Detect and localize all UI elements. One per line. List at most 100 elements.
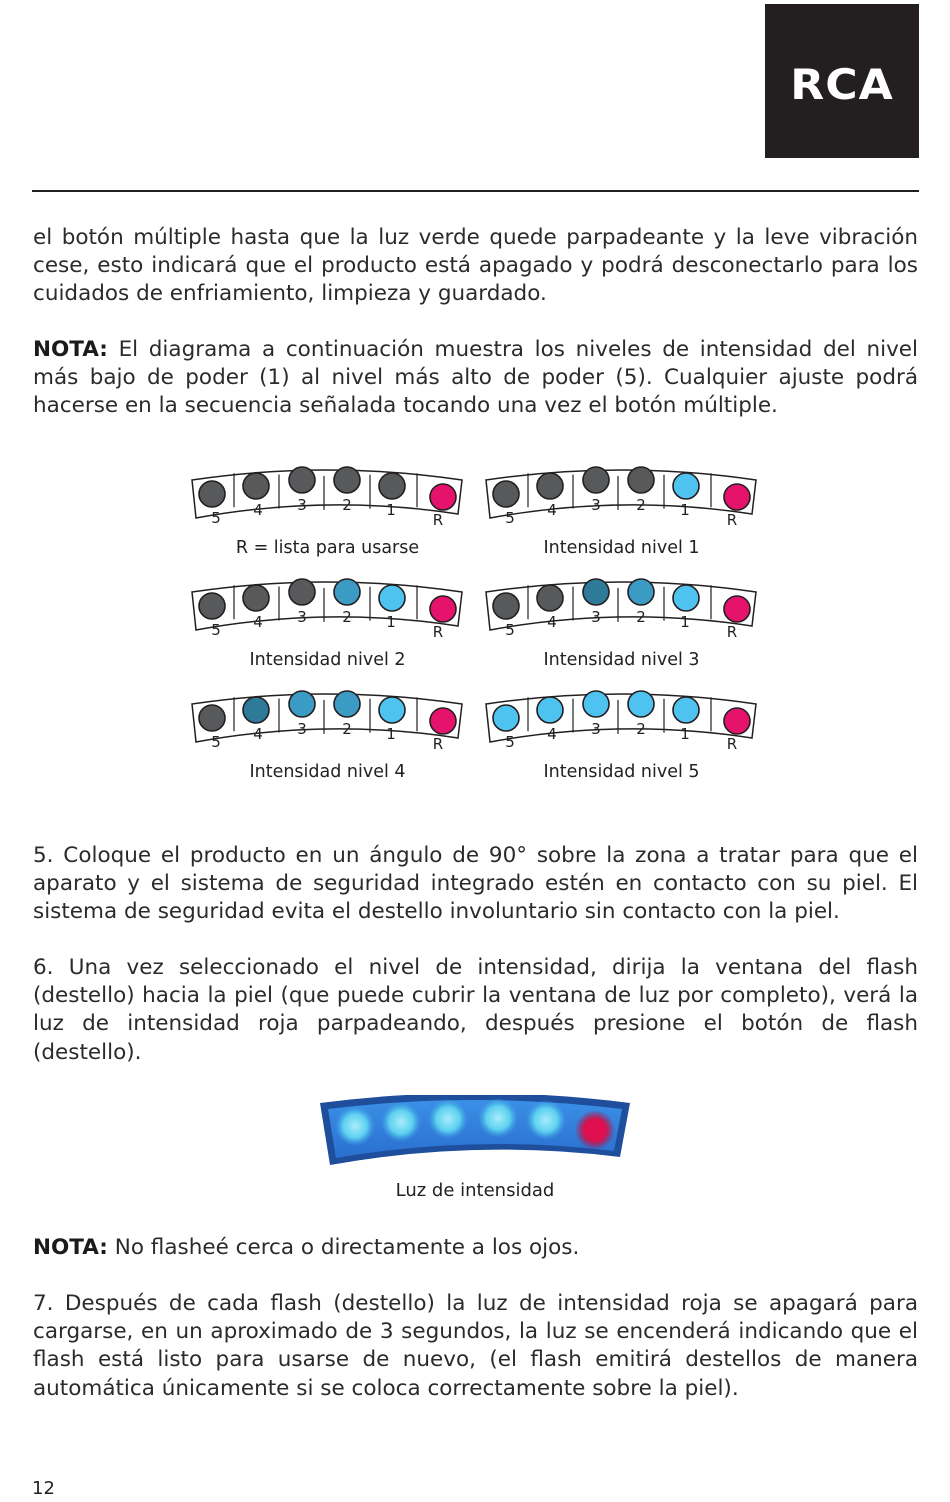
paragraph-intro: el botón múltiple hasta que la luz verde…: [33, 225, 918, 307]
slot-label: 1: [386, 501, 396, 519]
intensity-light-caption: Luz de intensidad: [395, 1180, 555, 1201]
intensity-light: [627, 690, 655, 718]
rca-logo-text: RCA: [790, 60, 894, 109]
intensity-light: [378, 472, 406, 500]
intensity-light: [672, 696, 700, 724]
slot-label: 2: [636, 608, 646, 626]
intensity-light: [288, 690, 316, 718]
intensity-light: [288, 466, 316, 494]
intensity-light: [198, 592, 226, 620]
slot-label: 3: [297, 720, 307, 738]
ready-light: [429, 595, 457, 623]
intensity-light: [672, 584, 700, 612]
panel-caption: Intensidad nivel 2: [249, 650, 406, 670]
slot-label: 2: [342, 496, 352, 514]
paragraph-nota-eyes: NOTA: No flasheé cerca o directamente a …: [33, 1234, 918, 1262]
slot-label: 3: [297, 496, 307, 514]
intensity-light: [672, 472, 700, 500]
intensity-light: [582, 466, 610, 494]
intensity-light: [536, 584, 564, 612]
panel-housing: [485, 693, 757, 743]
ready-light: [723, 483, 751, 511]
slot-label: 3: [591, 496, 601, 514]
ready-light: [723, 595, 751, 623]
panel-housing: [485, 469, 757, 519]
intensity-led: [335, 1106, 375, 1146]
intensity-led-red-core: [584, 1119, 606, 1141]
slot-label: R: [433, 623, 443, 641]
slot-label: R: [727, 623, 737, 641]
intensity-light: [627, 466, 655, 494]
slot-label: 5: [505, 509, 515, 527]
nota-text: El diagrama a continuación muestra los n…: [33, 337, 918, 419]
slot-label: 1: [386, 613, 396, 631]
intensity-light: [333, 690, 361, 718]
panel-caption: Intensidad nivel 4: [249, 762, 406, 782]
panel-caption: Intensidad nivel 3: [543, 650, 700, 670]
intensity-light: [333, 578, 361, 606]
intensity-led: [381, 1102, 421, 1142]
slot-label: 1: [386, 725, 396, 743]
slot-label: 5: [211, 733, 221, 751]
intensity-light: [582, 690, 610, 718]
nota-text: No flasheé cerca o directamente a los oj…: [107, 1235, 580, 1260]
slot-label: R: [727, 735, 737, 753]
intensity-light: [242, 472, 270, 500]
slot-label: 3: [297, 608, 307, 626]
intensity-light: [492, 592, 520, 620]
nota-label: NOTA:: [33, 337, 108, 362]
paragraph-step-5: 5. Coloque el producto en un ángulo de 9…: [33, 843, 918, 925]
slot-label: 2: [636, 496, 646, 514]
intensity-light: [333, 466, 361, 494]
panel-housing: [191, 693, 463, 743]
intensity-light: [536, 472, 564, 500]
intensity-light: [242, 584, 270, 612]
intensity-light-graphic: [320, 1093, 630, 1165]
intensity-light: [582, 578, 610, 606]
ready-light: [429, 707, 457, 735]
nota-label: NOTA:: [33, 1235, 108, 1260]
intensity-light: [288, 578, 316, 606]
slot-label: R: [433, 511, 443, 529]
intensity-light-illustration: [318, 1093, 632, 1170]
intensity-light: [492, 480, 520, 508]
ready-light: [429, 483, 457, 511]
slot-label: 5: [505, 621, 515, 639]
slot-label: 1: [680, 613, 690, 631]
paragraph-step-6: 6. Una vez seleccionado el nivel de inte…: [33, 955, 918, 1065]
intensity-led: [526, 1100, 566, 1140]
intensity-light: [627, 578, 655, 606]
slot-label: 4: [547, 501, 557, 519]
panel-housing: [191, 469, 463, 519]
intensity-light: [378, 584, 406, 612]
slot-label: 1: [680, 725, 690, 743]
intensity-led: [478, 1098, 518, 1138]
panel-housing: [191, 581, 463, 631]
slot-label: 3: [591, 608, 601, 626]
rca-logo: RCA: [765, 4, 919, 158]
intensity-light: [536, 696, 564, 724]
intensity-light: [242, 696, 270, 724]
slot-label: 4: [547, 725, 557, 743]
slot-label: 4: [253, 725, 263, 743]
intensity-led: [428, 1099, 468, 1139]
paragraph-nota-diagram: NOTA: El diagrama a continuación muestra…: [33, 336, 918, 421]
paragraph-step-7: 7. Después de cada flash (destello) la l…: [33, 1291, 918, 1401]
panel-housing: [485, 581, 757, 631]
slot-label: 4: [253, 613, 263, 631]
slot-label: 2: [342, 608, 352, 626]
intensity-light: [198, 480, 226, 508]
intensity-light: [198, 704, 226, 732]
page-number: 12: [32, 1478, 55, 1499]
intensity-light: [492, 704, 520, 732]
slot-label: 4: [547, 613, 557, 631]
